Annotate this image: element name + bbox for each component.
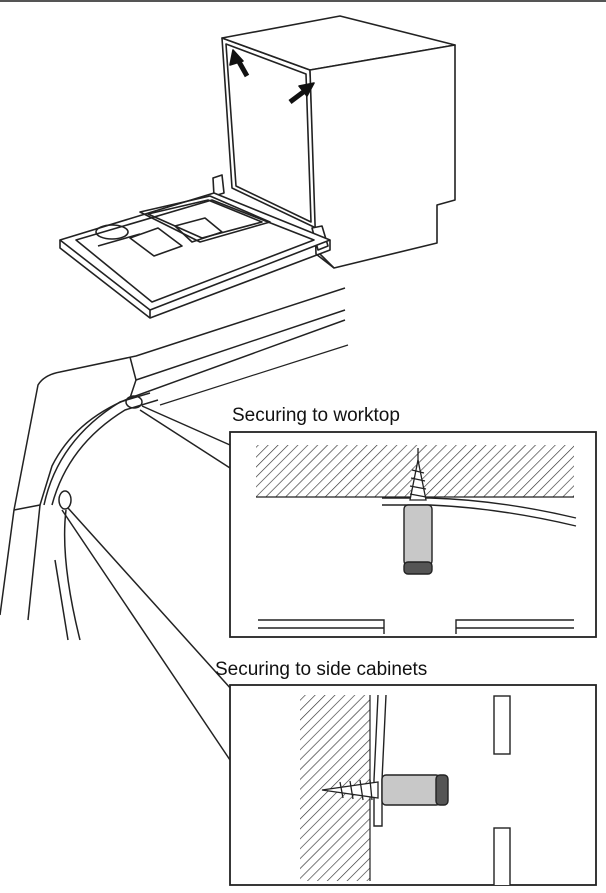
caption-side-cabinets: Securing to side cabinets bbox=[215, 659, 427, 680]
screw-hole-top bbox=[125, 395, 143, 409]
plug-icon-horizontal bbox=[381, 774, 449, 806]
detail-box-worktop bbox=[229, 431, 597, 638]
arrow-icon-left bbox=[229, 49, 250, 78]
plug-icon-vertical bbox=[403, 504, 433, 575]
screw-icon-horizontal bbox=[321, 779, 379, 801]
caption-worktop: Securing to worktop bbox=[232, 405, 400, 426]
corner-closeup bbox=[0, 287, 349, 761]
screw-icon-vertical bbox=[409, 448, 427, 501]
screw-hole-side bbox=[58, 490, 72, 510]
detail-box-side-cabinets bbox=[229, 684, 597, 886]
dishwasher-illustration bbox=[59, 15, 456, 319]
arrow-icon-right bbox=[288, 82, 315, 104]
